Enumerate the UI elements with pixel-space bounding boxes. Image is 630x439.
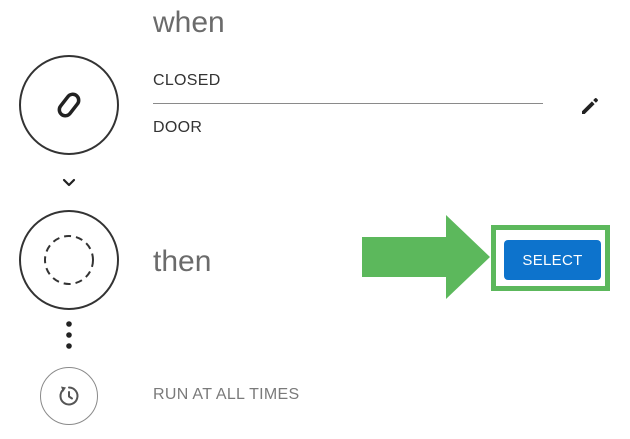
condition-state: CLOSED bbox=[153, 72, 221, 89]
select-highlight-frame bbox=[491, 225, 610, 291]
trigger-circle[interactable] bbox=[19, 55, 119, 155]
condition-divider bbox=[153, 103, 543, 104]
condition-device: DOOR bbox=[153, 119, 203, 136]
select-action-button[interactable]: SELECT bbox=[504, 240, 601, 280]
vertical-dots-icon[interactable] bbox=[62, 320, 76, 352]
mode-circle[interactable] bbox=[40, 367, 98, 425]
edit-condition-button[interactable] bbox=[574, 90, 606, 122]
when-title: when bbox=[153, 6, 225, 39]
dashed-circle-icon bbox=[44, 235, 94, 285]
arrow-right-icon bbox=[362, 215, 490, 299]
chevron-down-icon bbox=[59, 175, 79, 191]
mode-label: RUN AT ALL TIMES bbox=[153, 386, 300, 403]
link-icon bbox=[57, 92, 81, 118]
pencil-icon bbox=[582, 98, 598, 114]
then-title: then bbox=[153, 245, 212, 278]
history-icon bbox=[59, 386, 79, 406]
action-circle[interactable] bbox=[19, 210, 119, 310]
